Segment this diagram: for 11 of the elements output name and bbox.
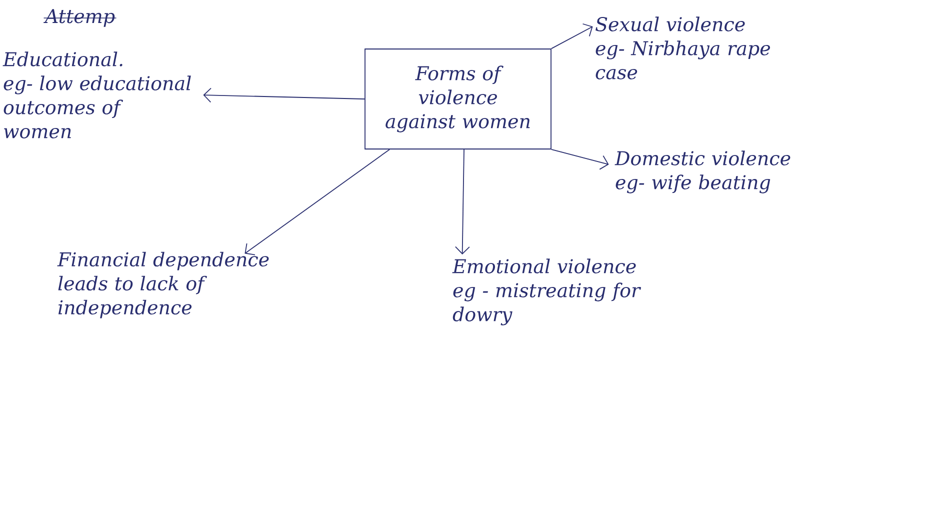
arrow bbox=[551, 149, 609, 170]
note-text: Sexual violence eg- Nirbhaya rape case bbox=[596, 16, 770, 80]
arrow bbox=[244, 149, 390, 256]
arrow bbox=[551, 23, 593, 49]
arrow bbox=[454, 149, 470, 254]
note-text: Financial dependence leads to lack of independence bbox=[57, 252, 269, 318]
topic-box: Forms of violence against women bbox=[364, 48, 552, 150]
arrow bbox=[203, 88, 365, 103]
note-text: Educational. eg- low educational outcomes of women bbox=[2, 52, 191, 138]
note-text: Emotional violence eg - mistreating for dowry bbox=[452, 258, 642, 326]
note-text: Domestic violence eg- wife beating bbox=[614, 150, 790, 194]
